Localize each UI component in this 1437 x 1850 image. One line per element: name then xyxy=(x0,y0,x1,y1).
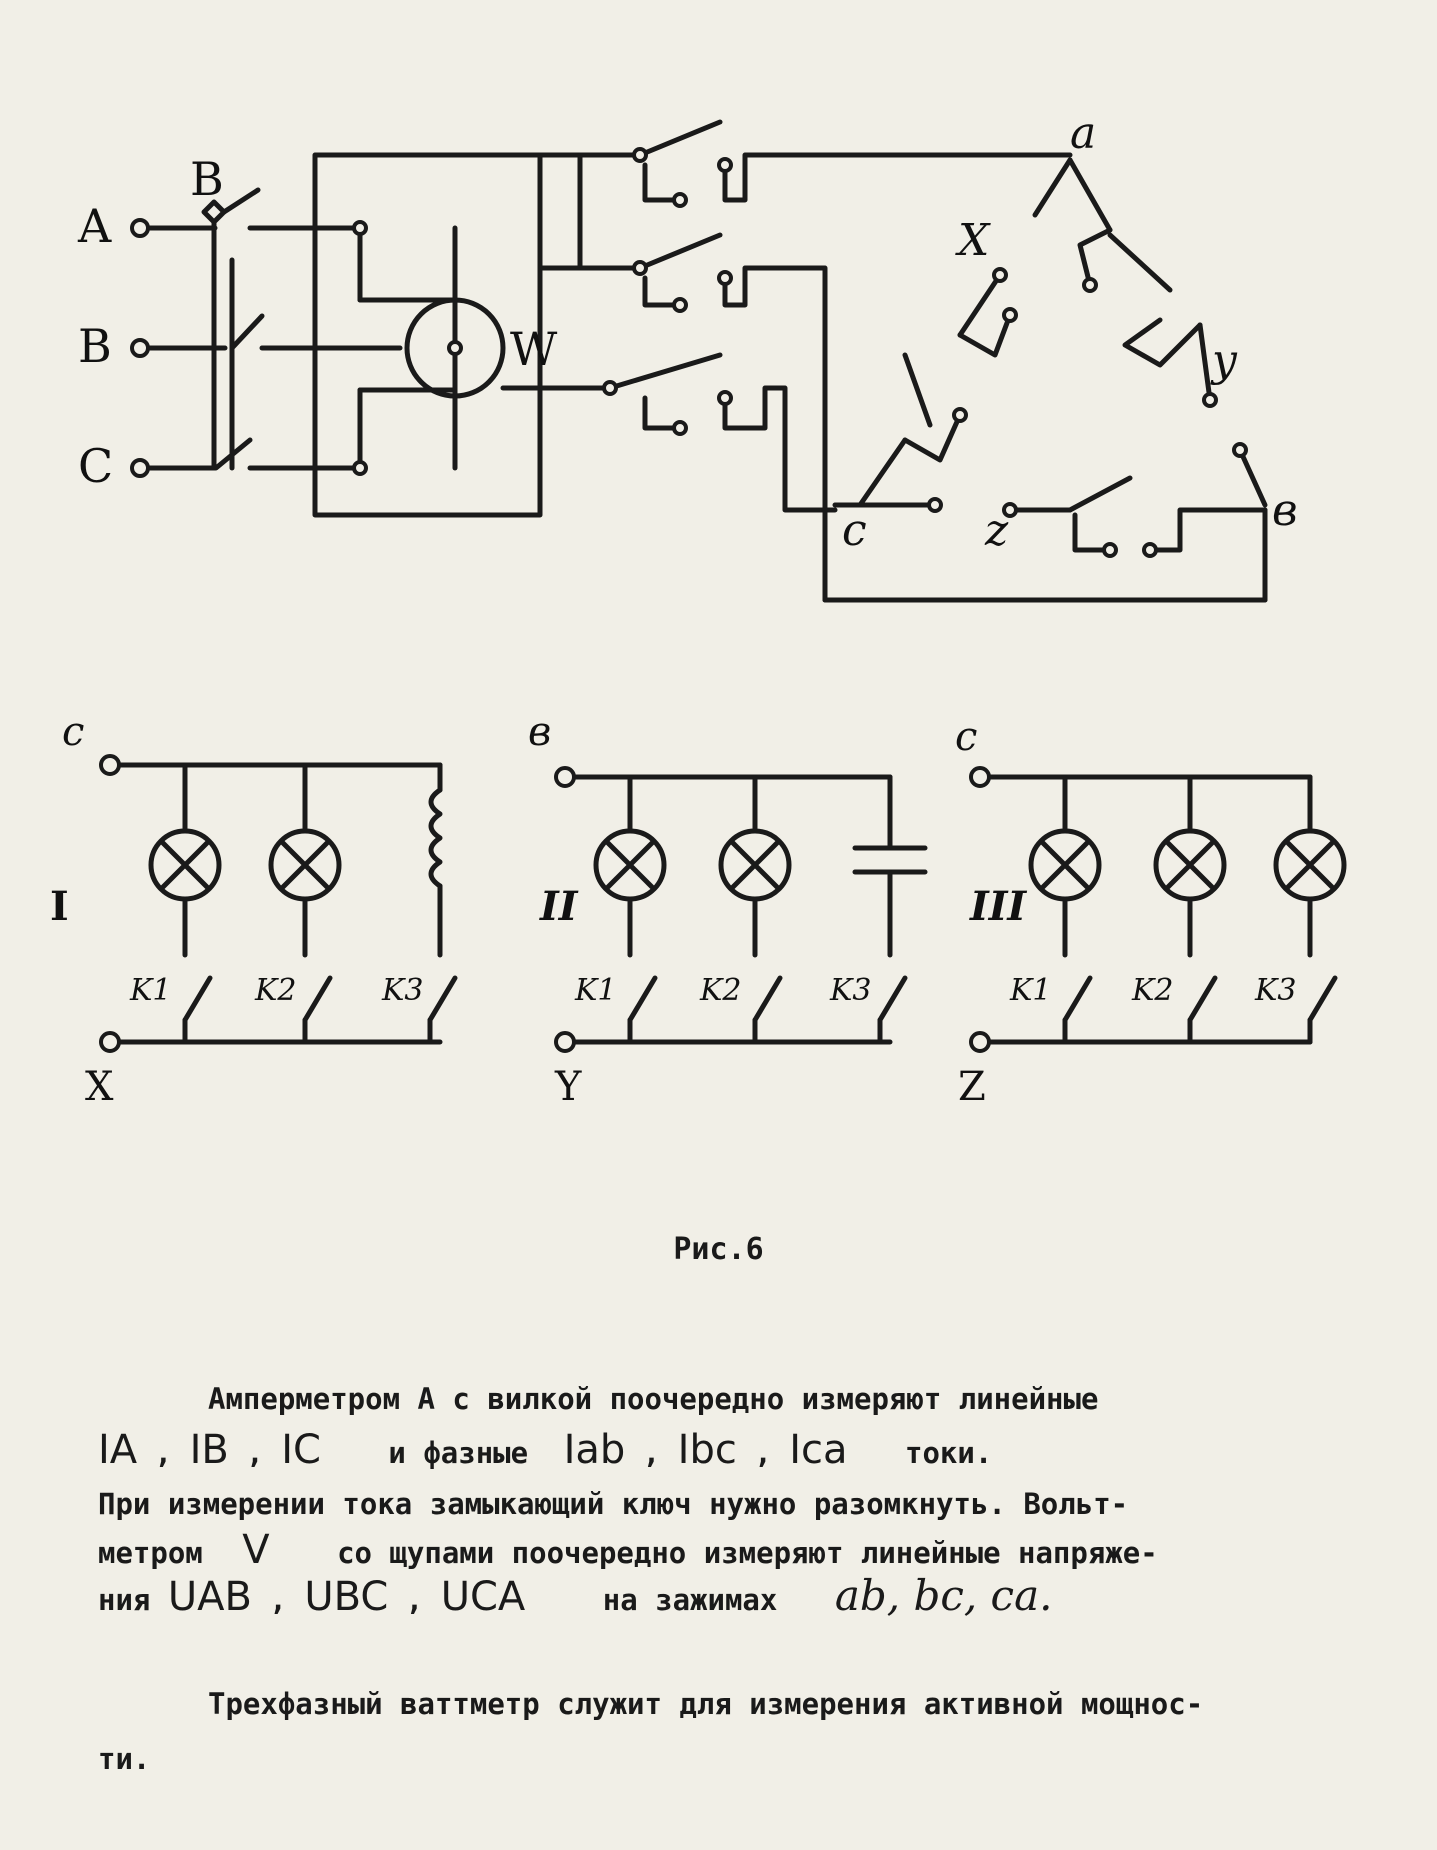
group-II-key-1: K1 xyxy=(574,973,617,1008)
group-III-top-terminal: c xyxy=(955,714,977,760)
p1-line-4-a: метром xyxy=(98,1536,203,1570)
circuit-diagram: A B C B W a в c X y z c I X в II Y c III… xyxy=(50,108,1347,1110)
p1-line-5: ния UAB , UBC , UCA на зажимах ab, bc, c… xyxy=(98,1571,1053,1620)
p1-line-5-b: на зажимах xyxy=(602,1583,778,1617)
switch-label: B xyxy=(190,152,224,206)
p2-line-1: Трехфазный ваттметр служит для измерения… xyxy=(208,1687,1204,1721)
terminal-A-label: A xyxy=(77,199,112,253)
coil-y-label: y xyxy=(1210,335,1238,386)
terminal-B-label: B xyxy=(78,319,112,373)
node-b-label: в xyxy=(1272,485,1298,536)
coil-x-label: X xyxy=(955,215,991,266)
current-ica: Ica xyxy=(789,1427,848,1473)
current-ia: IA xyxy=(98,1427,138,1473)
group-I-bottom-terminal: X xyxy=(85,1064,114,1110)
group-III-key-1: K1 xyxy=(1009,973,1052,1008)
load-group-I xyxy=(107,762,458,1045)
p1-line-5-a: ния xyxy=(98,1583,151,1617)
line-switches xyxy=(607,119,1268,603)
group-III-key-2: K2 xyxy=(1131,973,1174,1008)
p1-line-2-mid: и фазные xyxy=(388,1436,529,1470)
terminal-C-label: C xyxy=(78,439,113,493)
group-I-key-1: K1 xyxy=(129,973,172,1008)
group-I-key-2: K2 xyxy=(254,973,297,1008)
current-ib: IB xyxy=(189,1427,229,1473)
group-III-numeral: III xyxy=(969,883,1027,930)
load-group-II xyxy=(562,774,928,1045)
wattmeter-wiring xyxy=(312,152,643,518)
p1-line-3: При измерении тока замыкающий ключ нужно… xyxy=(98,1487,1129,1521)
group-II-key-2: K2 xyxy=(699,973,742,1008)
p1-line-2-end: токи. xyxy=(905,1436,993,1470)
p1-line-4: метром V со щупами поочередно измеряют л… xyxy=(98,1530,1158,1570)
load-group-III xyxy=(977,774,1347,1045)
group-III-key-3: K3 xyxy=(1254,973,1297,1008)
group-I-key-3: K3 xyxy=(381,973,424,1008)
node-a-label: a xyxy=(1070,108,1096,159)
group-II-key-3: K3 xyxy=(829,973,872,1008)
group-II-bottom-terminal: Y xyxy=(554,1064,582,1110)
coil-z-label: z xyxy=(984,505,1009,556)
figure-caption: Рис.6 xyxy=(673,1232,764,1267)
current-ibc: Ibc xyxy=(677,1427,737,1473)
voltage-uca: UCA xyxy=(440,1574,526,1620)
group-I-top-terminal: c xyxy=(62,709,84,755)
group-III-bottom-terminal: Z xyxy=(958,1064,986,1110)
voltage-uab: UAB xyxy=(167,1574,252,1620)
wattmeter-label: W xyxy=(510,322,558,376)
p2-line-2: ти. xyxy=(98,1742,151,1776)
group-I-numeral: I xyxy=(50,883,69,930)
group-II-numeral: II xyxy=(539,883,579,930)
terminal-pairs: ab, bc, ca. xyxy=(834,1571,1053,1620)
voltmeter-symbol: V xyxy=(242,1527,270,1573)
delta-load xyxy=(832,157,1268,553)
current-iab: Iab xyxy=(563,1427,626,1473)
current-ic: IC xyxy=(281,1427,321,1473)
supply-section xyxy=(137,187,323,471)
p1-line-4-b: со щупами поочередно измеряют линейные н… xyxy=(337,1536,1158,1570)
group-II-top-terminal: в xyxy=(528,709,551,755)
p1-line-1: Амперметром А с вилкой поочередно измеря… xyxy=(208,1382,1099,1416)
p1-line-2: IA , IB , IC и фазные Iab , Ibc , Ica то… xyxy=(98,1427,993,1473)
voltage-ubc: UBC xyxy=(304,1574,389,1620)
node-c-label: c xyxy=(842,505,867,556)
